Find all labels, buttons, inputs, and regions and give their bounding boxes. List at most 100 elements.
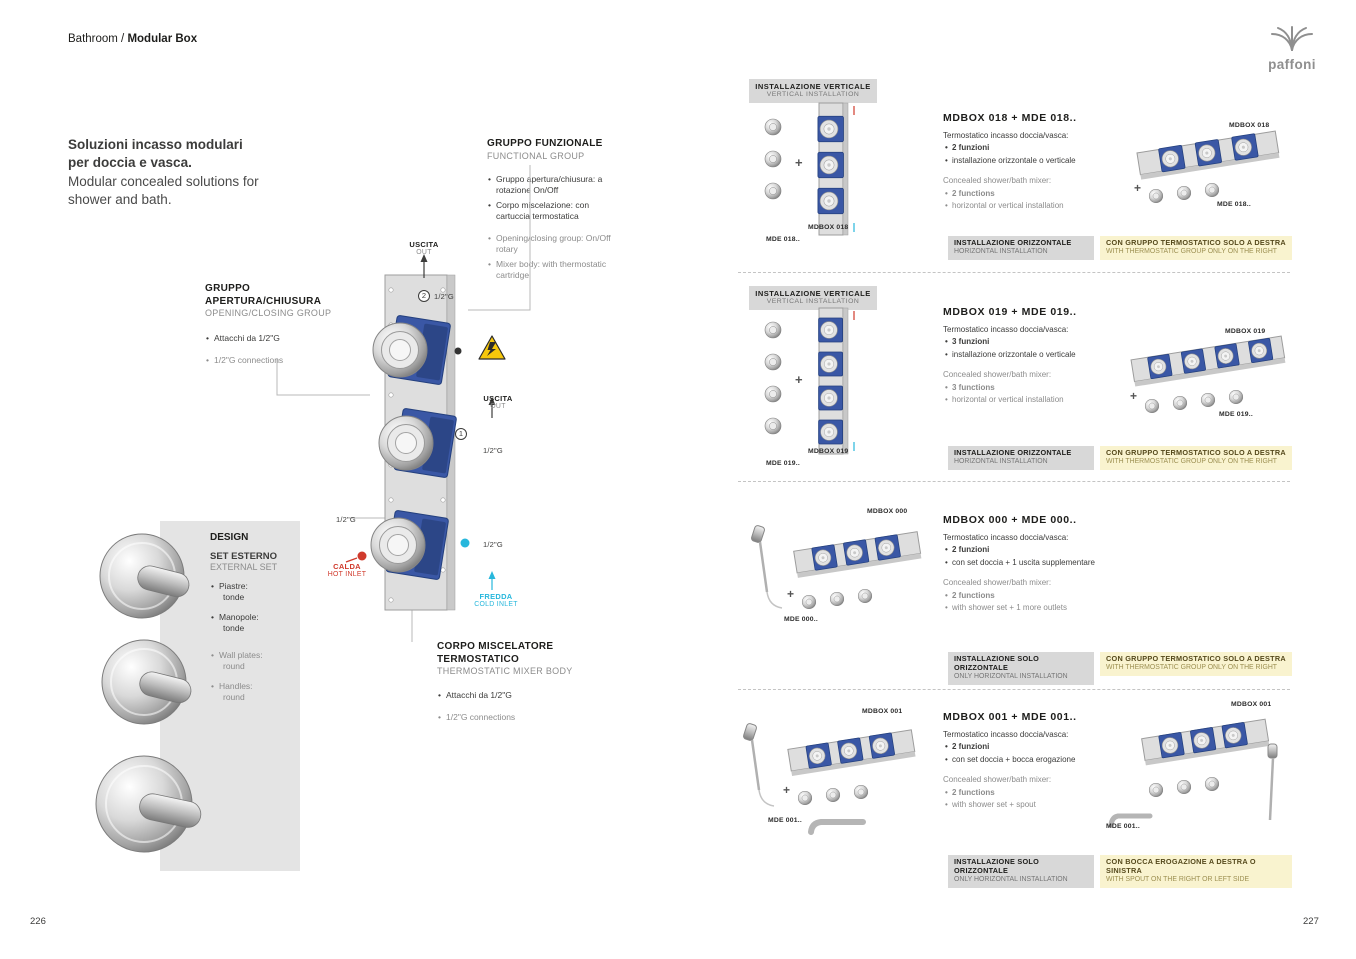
hot-inlet-sub: HOT INLET <box>327 571 367 578</box>
badge-line-en: WITH SPOUT ON THE RIGHT OR LEFT SIDE <box>1106 875 1250 883</box>
page-number-right: 227 <box>1303 916 1319 927</box>
desc-bullet: con set doccia + 1 uscita supplementare <box>943 558 1153 569</box>
horizontal-installation-badge: INSTALLAZIONE ORIZZONTALE HORIZONTAL INS… <box>948 446 1094 471</box>
horizontal-installation-badge: INSTALLAZIONE SOLO ORIZZONTALE ONLY HORI… <box>948 652 1094 686</box>
badge-line-it: CON GRUPPO TERMOSTATICO SOLO A DESTRA <box>1106 448 1286 457</box>
product-title: MDBOX 018 + MDE 018.. <box>943 112 1077 124</box>
outlet-label-mid: USCITA OUT <box>478 394 518 411</box>
product-code-label: MDBOX 018 <box>808 224 849 231</box>
product-code-label: MDBOX 001 <box>1231 701 1272 708</box>
desc-head-en: Concealed shower/bath mixer: <box>943 370 1052 380</box>
desc-head-it: Termostatico incasso doccia/vasca: <box>943 533 1069 542</box>
spout-note-badge: CON BOCCA EROGAZIONE A DESTRA O SINISTRA… <box>1100 855 1292 889</box>
mixer-bullet-en: 1/2"G connections <box>437 712 637 724</box>
size-label-left: 1/2"G <box>336 515 356 524</box>
handle-photo-1 <box>98 528 194 629</box>
badge-line-en: ONLY HORIZONTAL INSTALLATION <box>954 875 1068 883</box>
product-info-mdbox019: MDBOX 019 + MDE 019.. Termostatico incas… <box>943 306 1143 406</box>
size-label-top: 1/2"G <box>434 292 454 301</box>
opening-group-title-en: OPENING/CLOSING GROUP <box>205 308 332 318</box>
horizontal-installation-badge: INSTALLAZIONE ORIZZONTALE HORIZONTAL INS… <box>948 236 1094 261</box>
badge-line-en: HORIZONTAL INSTALLATION <box>954 457 1048 465</box>
mdbox001-drawing-left: + <box>733 702 933 842</box>
functional-group-title-en: FUNCTIONAL GROUP <box>487 150 585 161</box>
opening-bullet-en: 1/2"G connections <box>205 355 350 367</box>
badge-line-it: INSTALLAZIONE SOLO ORIZZONTALE <box>954 857 1040 875</box>
palm-icon <box>1271 26 1313 51</box>
design-bullet-value: round <box>223 692 245 703</box>
desc-bullet: horizontal or vertical installation <box>943 395 1143 406</box>
shower-handset <box>743 723 775 807</box>
design-subtitle-en: EXTERNAL SET <box>210 562 278 572</box>
desc-head-it: Termostatico incasso doccia/vasca: <box>943 131 1069 140</box>
product-code-label: MDBOX 000 <box>867 508 908 515</box>
product-title: MDBOX 000 + MDE 000.. <box>943 514 1077 526</box>
functional-group-title-it: GRUPPO FUNZIONALE <box>487 138 603 149</box>
brand-name: paffoni <box>1268 57 1316 72</box>
product-info-mdbox018: MDBOX 018 + MDE 018.. Termostatico incas… <box>943 112 1143 212</box>
handle-photo-3 <box>94 748 206 865</box>
design-bullet: Handles:round <box>210 681 295 703</box>
opening-bullet-it: Attacchi da 1/2"G <box>205 333 350 345</box>
opening-group-block: GRUPPO APERTURA/CHIUSURA OPENING/CLOSING… <box>205 283 350 367</box>
desc-bullet: 2 funzioni <box>943 143 1143 154</box>
svg-text:+: + <box>1134 181 1141 195</box>
badge-line-it: INSTALLAZIONE VERTICALE <box>755 82 871 91</box>
design-bullet-label: Handles: <box>219 681 253 692</box>
mixer-body-title-it: CORPO MISCELATORE TERMOSTATICO <box>437 641 554 665</box>
intro-italian: Soluzioni incasso modulari per doccia e … <box>68 137 243 170</box>
badge-line-it: INSTALLAZIONE ORIZZONTALE <box>954 448 1072 457</box>
desc-bullet: 3 functions <box>943 383 1143 394</box>
product-code-label: MDE 001.. <box>768 817 802 824</box>
product-title: MDBOX 001 + MDE 001.. <box>943 711 1077 723</box>
vertical-installation-badge: INSTALLAZIONE VERTICALE VERTICAL INSTALL… <box>749 79 877 104</box>
design-bullet-value: tonde <box>223 623 245 634</box>
product-code-label: MDE 001.. <box>1106 823 1140 830</box>
desc-head-en: Concealed shower/bath mixer: <box>943 578 1052 588</box>
functional-bullet: Mixer body: with thermostatic cartridge <box>487 259 612 282</box>
mdbox019-vertical-drawing: + <box>753 304 873 464</box>
design-bullet: Wall plates:round <box>210 650 295 672</box>
desc-head-it: Termostatico incasso doccia/vasca: <box>943 730 1069 739</box>
mdbox001-drawing-right <box>1098 698 1293 843</box>
design-bullet-value: round <box>223 661 245 672</box>
badge-line-it: CON GRUPPO TERMOSTATICO SOLO A DESTRA <box>1106 654 1286 663</box>
outlet-label-top: USCITA OUT <box>404 240 444 257</box>
svg-text:+: + <box>795 372 803 387</box>
desc-bullet: horizontal or vertical installation <box>943 201 1143 212</box>
breadcrumb-current: Modular Box <box>127 33 198 45</box>
handle-photo-2 <box>100 634 196 735</box>
design-bullet-label: Manopole: <box>219 612 259 623</box>
spout <box>1108 813 1153 828</box>
product-code-label: MDBOX 019 <box>808 448 849 455</box>
product-info-mdbox001: MDBOX 001 + MDE 001.. Termostatico incas… <box>943 711 1153 811</box>
badge-line-en: WITH THERMOSTATIC GROUP ONLY ON THE RIGH… <box>1106 247 1277 255</box>
warning-icon <box>478 335 506 360</box>
modular-box-diagram <box>276 165 531 642</box>
desc-head-en: Concealed shower/bath mixer: <box>943 176 1052 186</box>
product-info-mdbox000: MDBOX 000 + MDE 000.. Termostatico incas… <box>943 514 1153 614</box>
size-label-right: 1/2"G <box>483 540 503 549</box>
badge-line-it: INSTALLAZIONE SOLO ORIZZONTALE <box>954 654 1040 672</box>
desc-bullet: 2 functions <box>943 189 1143 200</box>
design-text-block: DESIGN SET ESTERNO EXTERNAL SET Piastre:… <box>210 532 295 703</box>
horizontal-installation-badge: INSTALLAZIONE SOLO ORIZZONTALE ONLY HORI… <box>948 855 1094 889</box>
badge-line-it: INSTALLAZIONE ORIZZONTALE <box>954 238 1072 247</box>
functional-bullet: Corpo miscelazione: con cartuccia termos… <box>487 200 612 223</box>
breadcrumb-section: Bathroom / <box>68 33 128 45</box>
cold-inlet-label: FREDDA COLD INLET <box>472 592 520 609</box>
calda-label: CALDA <box>333 562 361 571</box>
badge-line-en: ONLY HORIZONTAL INSTALLATION <box>954 672 1068 680</box>
design-title: DESIGN <box>210 532 249 543</box>
fredda-label: FREDDA <box>479 592 513 601</box>
shower-handset <box>1267 743 1278 821</box>
badge-line-en: WITH THERMOSTATIC GROUP ONLY ON THE RIGH… <box>1106 663 1277 671</box>
desc-bullet: 2 functions <box>943 788 1153 799</box>
section-divider <box>738 481 1290 482</box>
desc-bullet: 3 funzioni <box>943 337 1143 348</box>
product-code-label: MDE 019.. <box>1219 411 1253 418</box>
badge-line-en: HORIZONTAL INSTALLATION <box>954 247 1048 255</box>
svg-text:+: + <box>783 783 790 797</box>
design-bullet: Piastre:tonde <box>210 581 295 603</box>
